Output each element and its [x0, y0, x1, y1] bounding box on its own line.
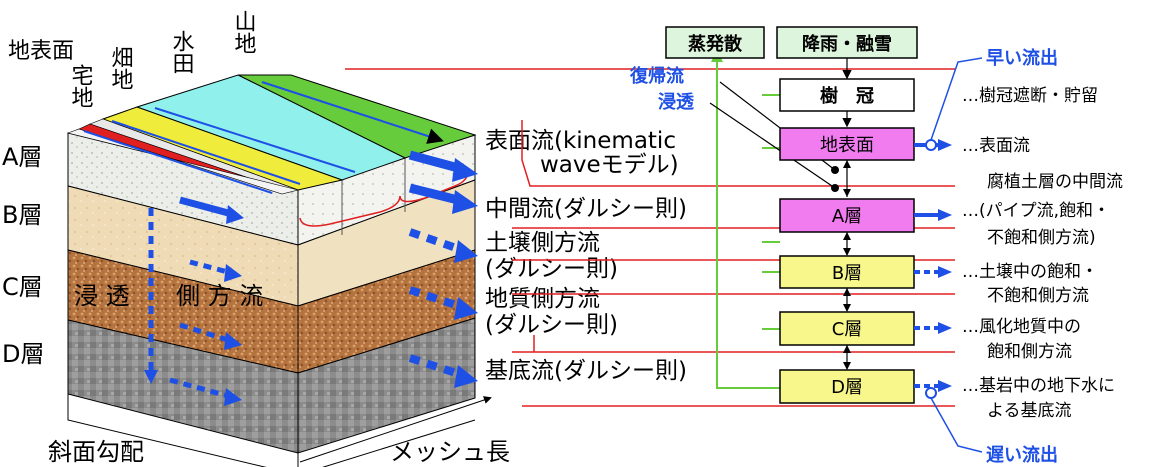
canopy-box	[779, 78, 915, 112]
land-use-residential: 宅地	[68, 64, 94, 108]
b-layer-note-1: …土壌中の飽和・	[962, 262, 1098, 282]
slow-runoff-label: 遅い流出	[986, 444, 1058, 466]
soil-block	[66, 74, 492, 467]
lateral-flow-label: 側 方 流	[176, 282, 263, 310]
flow-chart: 蒸発散 降雨・融雪 樹 冠 地表面 A層 B層 C層 D層	[629, 26, 1123, 466]
surface-box	[779, 127, 915, 161]
geo-flow-label-2: (ダルシー則)	[485, 312, 618, 338]
layer-d-side	[297, 317, 476, 454]
infiltration-flow-label: 浸透	[658, 91, 695, 113]
surface-box-label: 地表面	[820, 135, 874, 156]
b-layer-box	[779, 255, 915, 289]
c-layer-box	[779, 311, 915, 346]
soil-flow-label-1: 土壌側方流	[485, 230, 600, 256]
a-layer-box-label: A層	[832, 206, 862, 227]
left-labels: 山地 水田 畑地 宅地 地表面 A層 B層 C層 D層 浸 透 側 方 流 斜面…	[2, 10, 687, 466]
canopy-note: …樹冠遮断・貯留	[962, 86, 1098, 106]
d-layer-box-label: D層	[831, 377, 863, 398]
land-use-field: 畑地	[108, 46, 134, 90]
a-layer-note-1: 腐植土層の中間流	[987, 172, 1123, 192]
surface-flow-label-2: waveモデル)	[540, 152, 679, 178]
d-layer-note-1: …基岩中の地下水に	[962, 376, 1115, 396]
land-use-forest: 山地	[231, 10, 257, 54]
b-layer-box-label: B層	[832, 263, 862, 284]
canopy-label: 樹 冠	[820, 85, 874, 107]
return-flow-label: 復帰流	[629, 65, 684, 87]
evapotranspiration-label: 蒸発散	[688, 33, 743, 55]
surface-note: …表面流	[962, 136, 1030, 156]
a-layer-note-3: 不飽和側方流)	[987, 228, 1096, 248]
slope-label: 斜面勾配	[48, 438, 144, 466]
a-layer-box	[779, 198, 915, 233]
c-layer-note-2: 飽和側方流	[987, 342, 1072, 362]
c-layer-note-1: …風化地質中の	[962, 317, 1081, 337]
surface-flow-label-1: 表面流(kinematic	[485, 128, 676, 154]
c-layer-box-label: C層	[832, 319, 863, 340]
middle-flow-label: 中間流(ダルシー則)	[485, 196, 687, 222]
infiltration-label: 浸 透	[74, 282, 130, 310]
flow-arrows	[144, 150, 478, 406]
a-layer-note-2: …(パイプ流,飽和・	[962, 201, 1110, 221]
layer-b-label: B層	[2, 201, 42, 229]
base-flow-label: 基底流(ダルシー則)	[485, 358, 687, 384]
layer-c-label: C層	[2, 273, 43, 301]
b-layer-note-2: 不飽和側方流	[987, 286, 1089, 306]
fast-runoff-label: 早い流出	[986, 47, 1058, 69]
rain-snowmelt-label: 降雨・融雪	[802, 33, 892, 55]
layer-a-label: A層	[2, 143, 42, 171]
mesh-length-label: メッシュ長	[390, 438, 510, 466]
land-use-ground: 地表面	[8, 39, 74, 64]
land-use-paddy: 水田	[169, 30, 195, 74]
layer-d-label: D層	[2, 340, 44, 368]
evapotranspiration-box	[665, 26, 765, 59]
d-layer-note-2: よる基底流	[987, 401, 1072, 421]
geo-flow-label-1: 地質側方流	[485, 286, 600, 312]
